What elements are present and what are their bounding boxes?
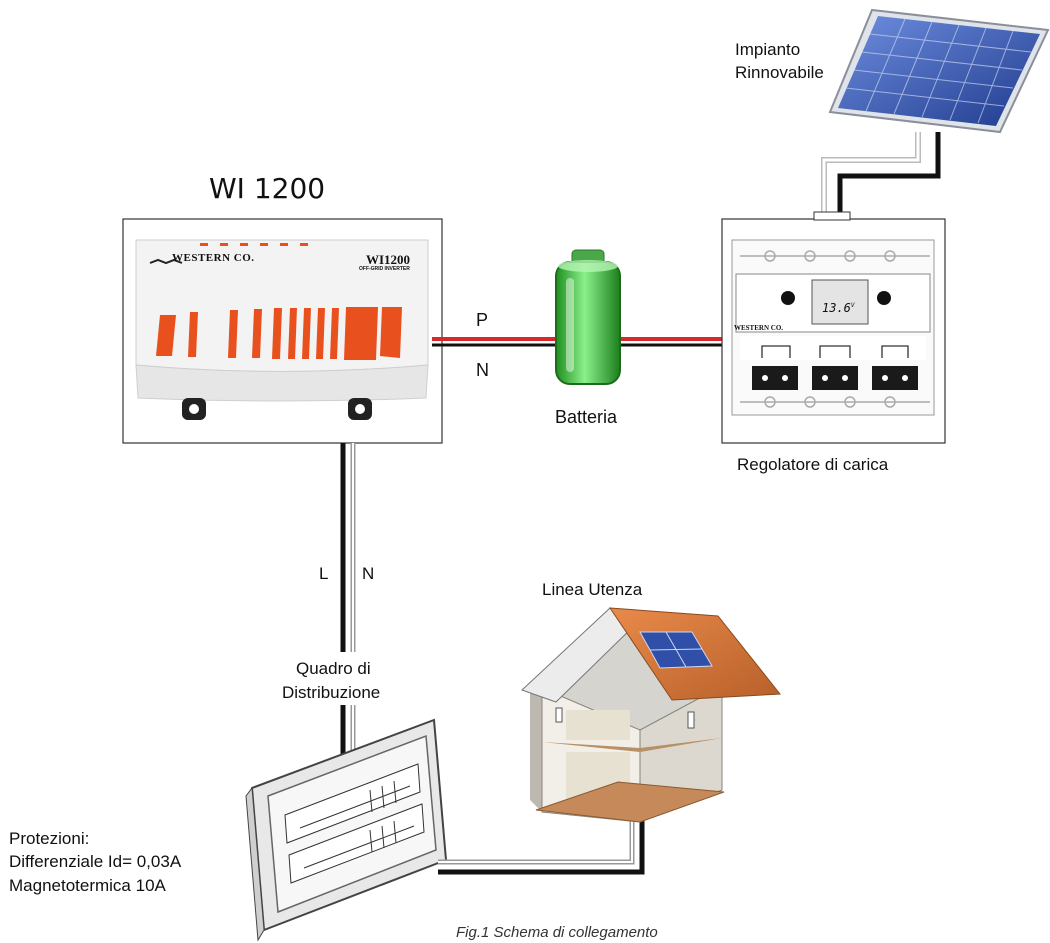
distribution-board-label-line2: Distribuzione — [282, 683, 381, 702]
controller-brand: WESTERN CO. — [734, 324, 784, 332]
neutral-wire-label: N — [362, 564, 375, 583]
protections-line2: Magnetotermica 10A — [9, 876, 166, 895]
solar-panel-label-line2: Rinnovabile — [735, 63, 824, 82]
dc-wires — [432, 337, 722, 347]
protections-title: Protezioni: — [9, 829, 90, 848]
inverter-unit — [122, 218, 443, 444]
inverter-brand: WESTERN CO. — [172, 252, 255, 264]
figure-caption: Fig.1 Schema di collegamento — [456, 924, 658, 941]
solar-panel-label-line1: Impianto — [735, 40, 801, 59]
battery-icon — [555, 249, 621, 385]
inverter-subtitle: OFF-GRID INVERTER — [359, 266, 410, 272]
battery-label: Batteria — [555, 407, 618, 427]
distribution-board-label-line1: Quadro di — [296, 659, 371, 678]
house-feed-wires — [438, 820, 645, 875]
house-illustration — [521, 607, 781, 823]
solar-panel — [828, 8, 1050, 134]
positive-wire-label: P — [476, 310, 489, 330]
mounting-bracket-right — [348, 398, 372, 420]
mounting-bracket-left — [182, 398, 206, 420]
distribution-board — [245, 718, 448, 942]
controller-display-unit: V — [850, 302, 855, 309]
controller-display: 13.6V — [822, 301, 855, 315]
house-label: Linea Utenza — [542, 580, 643, 599]
ac-wires — [340, 443, 356, 652]
inverter-model: WI1200 — [366, 252, 411, 267]
line-wire-label: L — [319, 564, 329, 583]
inverter-title: WI 1200 — [209, 172, 326, 205]
charge-controller-unit — [721, 211, 946, 444]
protections-line1: Differenziale Id= 0,03A — [9, 852, 182, 871]
controller-display-value: 13.6 — [822, 301, 851, 315]
negative-wire-label: N — [476, 360, 489, 380]
board-feed-wires — [340, 705, 356, 755]
panel-wires — [821, 132, 941, 218]
charge-controller-label: Regolatore di carica — [737, 455, 889, 474]
